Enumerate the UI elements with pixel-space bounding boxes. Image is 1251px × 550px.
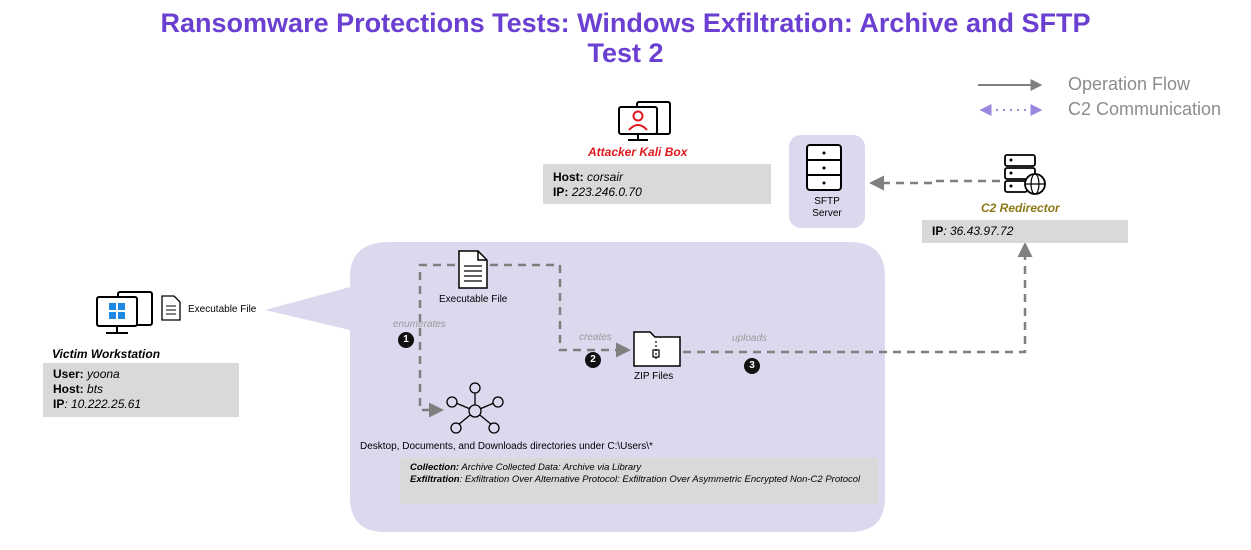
network-users-icon	[446, 382, 504, 434]
server-globe-icon	[1004, 154, 1046, 195]
enumerates-label: enumerates	[393, 319, 446, 330]
attacker-ip-label: IP:	[553, 185, 569, 199]
step-2-badge: 2	[585, 352, 601, 368]
document-icon	[161, 295, 181, 321]
redirector-name: C2 Redirector	[981, 201, 1060, 215]
attacker-name: Attacker Kali Box	[588, 145, 688, 159]
sftp-label-line1: SFTP	[814, 196, 840, 207]
flow-exe-to-enum	[418, 263, 455, 418]
directories-label: Desktop, Documents, and Downloads direct…	[360, 441, 653, 452]
exfiltration-technique: : Exfiltration Over Alternative Protocol…	[459, 474, 861, 485]
attacker-host: corsair	[587, 170, 624, 184]
victim-host-label: Host:	[53, 382, 84, 396]
step-3-badge: 3	[744, 358, 760, 374]
uploads-label: uploads	[732, 333, 768, 344]
attacker-host-label: Host:	[553, 170, 584, 184]
victim-info: User: yoona Host: bts IP: 10.222.25.61	[43, 363, 239, 417]
sftp-label-line2: Server	[812, 208, 842, 219]
attacker-ip: 223.246.0.70	[571, 185, 642, 199]
zip-folder-icon	[633, 331, 681, 367]
victim-name: Victim Workstation	[52, 347, 161, 361]
redirector-ip-label: IP	[932, 224, 944, 238]
exfiltration-label: Exfiltration	[410, 474, 460, 485]
victim-user-label: User:	[53, 367, 84, 381]
page-subtitle: Test 2	[587, 38, 664, 68]
legend-operation-flow: Operation Flow	[1068, 74, 1191, 94]
redirector-info: IP: 36.43.97.72	[922, 220, 1128, 243]
flow-exe-to-zip	[490, 263, 631, 358]
sftp-server-label: SFTP Server	[789, 196, 865, 220]
victim-file-label: Executable File	[188, 304, 257, 315]
flow-redirector-to-sftp	[869, 175, 1000, 191]
redirector-ip: : 36.43.97.72	[943, 224, 1014, 238]
flow-zip-to-redirector	[683, 242, 1033, 354]
attacker-info: Host: corsair IP: 223.246.0.70	[543, 164, 771, 204]
page-title: Ransomware Protections Tests: Windows Ex…	[160, 8, 1091, 38]
executable-file-label: Executable File	[439, 294, 508, 305]
victim-host: bts	[87, 382, 104, 396]
zip-files-label: ZIP Files	[634, 371, 674, 382]
creates-label: creates	[579, 332, 612, 343]
collection-technique: Archive Collected Data: Archive via Libr…	[461, 462, 642, 473]
monitor-user-icon	[618, 101, 671, 141]
collection-label: Collection:	[410, 462, 460, 473]
document-icon	[458, 250, 488, 289]
legend-c2-communication: C2 Communication	[1068, 99, 1222, 119]
windows-monitor-icon	[96, 291, 153, 334]
victim-ip-label: IP	[53, 397, 65, 411]
victim-user: yoona	[87, 367, 120, 381]
database-icon	[806, 144, 842, 191]
step-1-badge: 1	[398, 332, 414, 348]
ttp-box: Collection: Archive Collected Data: Arch…	[400, 458, 878, 504]
victim-ip: : 10.222.25.61	[64, 397, 142, 411]
